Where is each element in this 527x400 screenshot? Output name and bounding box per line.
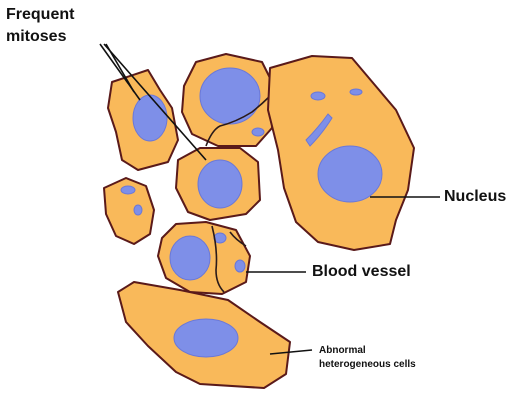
cell-small-left — [104, 178, 154, 244]
cell-large-right — [268, 56, 414, 250]
cell-upper-left — [108, 70, 178, 170]
label-abnormal-cells-line1: Abnormal — [319, 344, 366, 357]
nucleus-fragment-small-left-2 — [134, 205, 142, 215]
cell-bottom — [118, 282, 290, 388]
label-frequent-mitoses-line1: Frequent — [6, 5, 74, 25]
nucleus-fragment-large-right — [311, 92, 325, 100]
nucleus-top-middle — [200, 68, 260, 124]
label-abnormal-cells-line2: heterogeneous cells — [319, 358, 416, 371]
nucleus-fragment-top-middle — [252, 128, 264, 136]
label-blood-vessel: Blood vessel — [312, 262, 411, 282]
nucleus-bottom — [174, 319, 238, 357]
cell-dividing-lower — [158, 222, 250, 294]
nucleus-upper-left — [133, 95, 167, 141]
nucleus-fragment-small-left — [121, 186, 135, 194]
nucleus-large-right — [318, 146, 382, 202]
nucleus-dividing-lower — [170, 236, 210, 280]
cell-middle — [176, 148, 260, 220]
nucleus-middle — [198, 160, 242, 208]
cell-top-middle — [182, 54, 276, 146]
label-nucleus: Nucleus — [444, 187, 506, 207]
nucleus-fragment-dividing-lower-2 — [235, 260, 245, 272]
label-frequent-mitoses-line2: mitoses — [6, 27, 66, 47]
nucleus-fragment-large-right-2 — [350, 89, 362, 95]
